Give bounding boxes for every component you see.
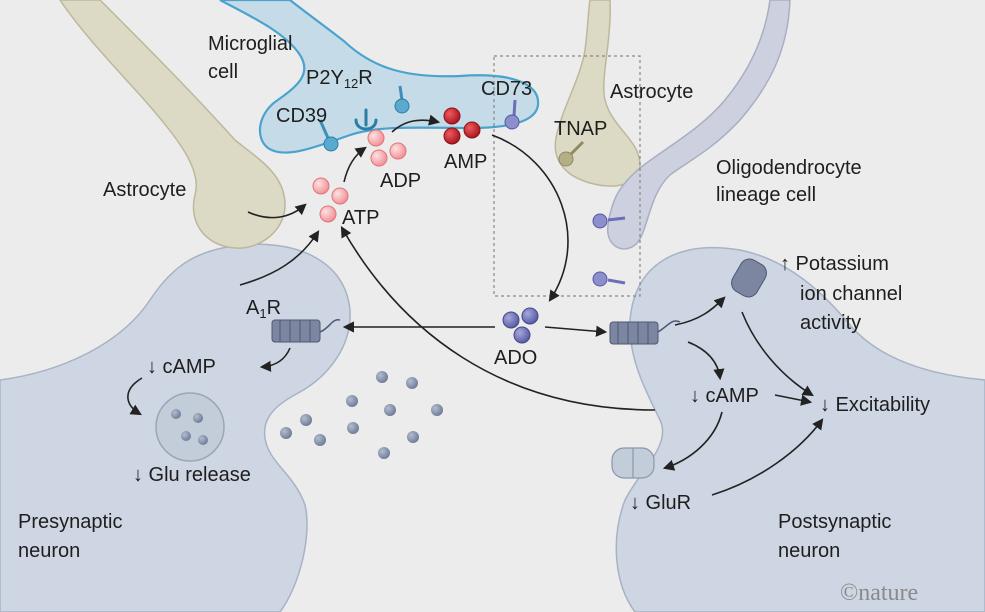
oligodendrocyte-shape xyxy=(607,0,791,250)
arrow-post-a1r-to-camp xyxy=(687,341,725,381)
adp-molecules xyxy=(367,129,407,167)
atp-molecules xyxy=(312,177,349,223)
tnap-enzyme xyxy=(558,140,585,167)
vesicles xyxy=(171,371,443,459)
arrow-presyn-to-atp xyxy=(239,230,320,286)
label-presynaptic: Presynaptic neuron xyxy=(18,511,128,562)
p2y12r-main: P2Y xyxy=(306,67,344,89)
label-post-camp: ↓ cAMP xyxy=(690,385,759,407)
arrow-camp-to-excitability xyxy=(774,394,813,406)
cd39-enzyme xyxy=(318,119,339,152)
microglial-cell-shape xyxy=(219,0,540,154)
p2y12r-tail: R xyxy=(358,67,372,89)
a1r-tail: R xyxy=(267,297,281,319)
arrow-k-channel-to-excitability xyxy=(741,311,814,397)
arrow-glur-to-excitability xyxy=(711,418,824,496)
oligodendrocyte-line-1: Oligodendrocyte xyxy=(716,157,862,179)
presynaptic-line-2: neuron xyxy=(18,540,80,562)
label-adp: ADP xyxy=(380,170,421,192)
label-p2y12r: P2Y12R xyxy=(306,67,373,91)
postsyn-enzyme xyxy=(592,271,626,287)
label-atp: ATP xyxy=(342,207,379,229)
label-cd73: CD73 xyxy=(481,78,532,100)
microglial-line-1: Microglial xyxy=(208,33,292,55)
a1r-sub: 1 xyxy=(259,306,266,321)
p2y12r-receptor xyxy=(354,108,378,131)
astrocyte-left-shape xyxy=(59,0,286,249)
glur-channel xyxy=(611,447,655,479)
arrow-atp-to-adp xyxy=(343,146,367,183)
astrocyte-right-shape xyxy=(554,0,641,187)
microglia-ecto-enzyme xyxy=(394,85,410,114)
arrow-amp-to-ado xyxy=(491,134,569,302)
label-microglial-cell: Microglial cell xyxy=(208,33,298,83)
postsynaptic-line-2: neuron xyxy=(778,540,840,562)
arrow-pre-a1r-to-camp xyxy=(259,347,291,372)
arrow-camp-to-glur xyxy=(662,411,723,471)
microglial-line-2: cell xyxy=(208,61,238,83)
presynaptic-line-1: Presynaptic xyxy=(18,511,123,533)
arrow-astrocyte-to-atp xyxy=(247,203,307,219)
a1r-receptor-pre xyxy=(271,319,341,343)
oligo-enzyme-upper xyxy=(592,213,626,229)
arrow-post-a1r-to-k-channel xyxy=(674,296,726,326)
potassium-channel xyxy=(731,258,767,298)
inset-box xyxy=(493,55,641,297)
arrow-ado-to-post-a1r xyxy=(544,325,608,337)
label-a1r: A1R xyxy=(246,297,281,321)
postsynaptic-line-1: Postsynaptic xyxy=(778,511,891,533)
a1r-main: A xyxy=(246,297,260,319)
label-ado: ADO xyxy=(494,347,537,369)
label-potassium: ↑ Potassium ion channel activity xyxy=(780,253,908,334)
label-postsynaptic: Postsynaptic neuron xyxy=(778,511,897,562)
label-amp: AMP xyxy=(444,151,487,173)
label-oligodendrocyte: Oligodendrocyte lineage cell xyxy=(716,157,867,206)
cd73-enzyme xyxy=(504,99,520,130)
label-glur: ↓ GluR xyxy=(630,492,691,514)
label-pre-camp: ↓ cAMP xyxy=(147,356,216,378)
label-excitability: ↓ Excitability xyxy=(820,394,930,416)
postsynaptic-neuron-shape xyxy=(615,246,985,612)
potassium-line-3: activity xyxy=(800,312,861,334)
label-glu-release: ↓ Glu release xyxy=(133,464,251,486)
nature-credit: ©nature xyxy=(840,580,918,606)
vesicle-cluster xyxy=(155,392,225,462)
label-tnap: TNAP xyxy=(554,118,607,140)
label-astrocyte-right: Astrocyte xyxy=(610,81,693,103)
a1r-receptor-post xyxy=(609,320,681,345)
label-cd39: CD39 xyxy=(276,105,327,127)
label-astrocyte-left: Astrocyte xyxy=(103,179,186,201)
potassium-line-2: ion channel xyxy=(800,283,902,305)
arrow-postsyn-feedback-to-atp xyxy=(340,226,656,411)
amp-molecules xyxy=(443,107,481,145)
ado-molecules xyxy=(502,307,539,344)
arrow-adp-to-amp xyxy=(391,114,441,133)
arrow-camp-to-glu xyxy=(127,377,143,416)
oligodendrocyte-line-2: lineage cell xyxy=(716,184,816,206)
p2y12r-sub: 12 xyxy=(344,76,358,91)
potassium-line-1: ↑ Potassium xyxy=(780,253,889,275)
